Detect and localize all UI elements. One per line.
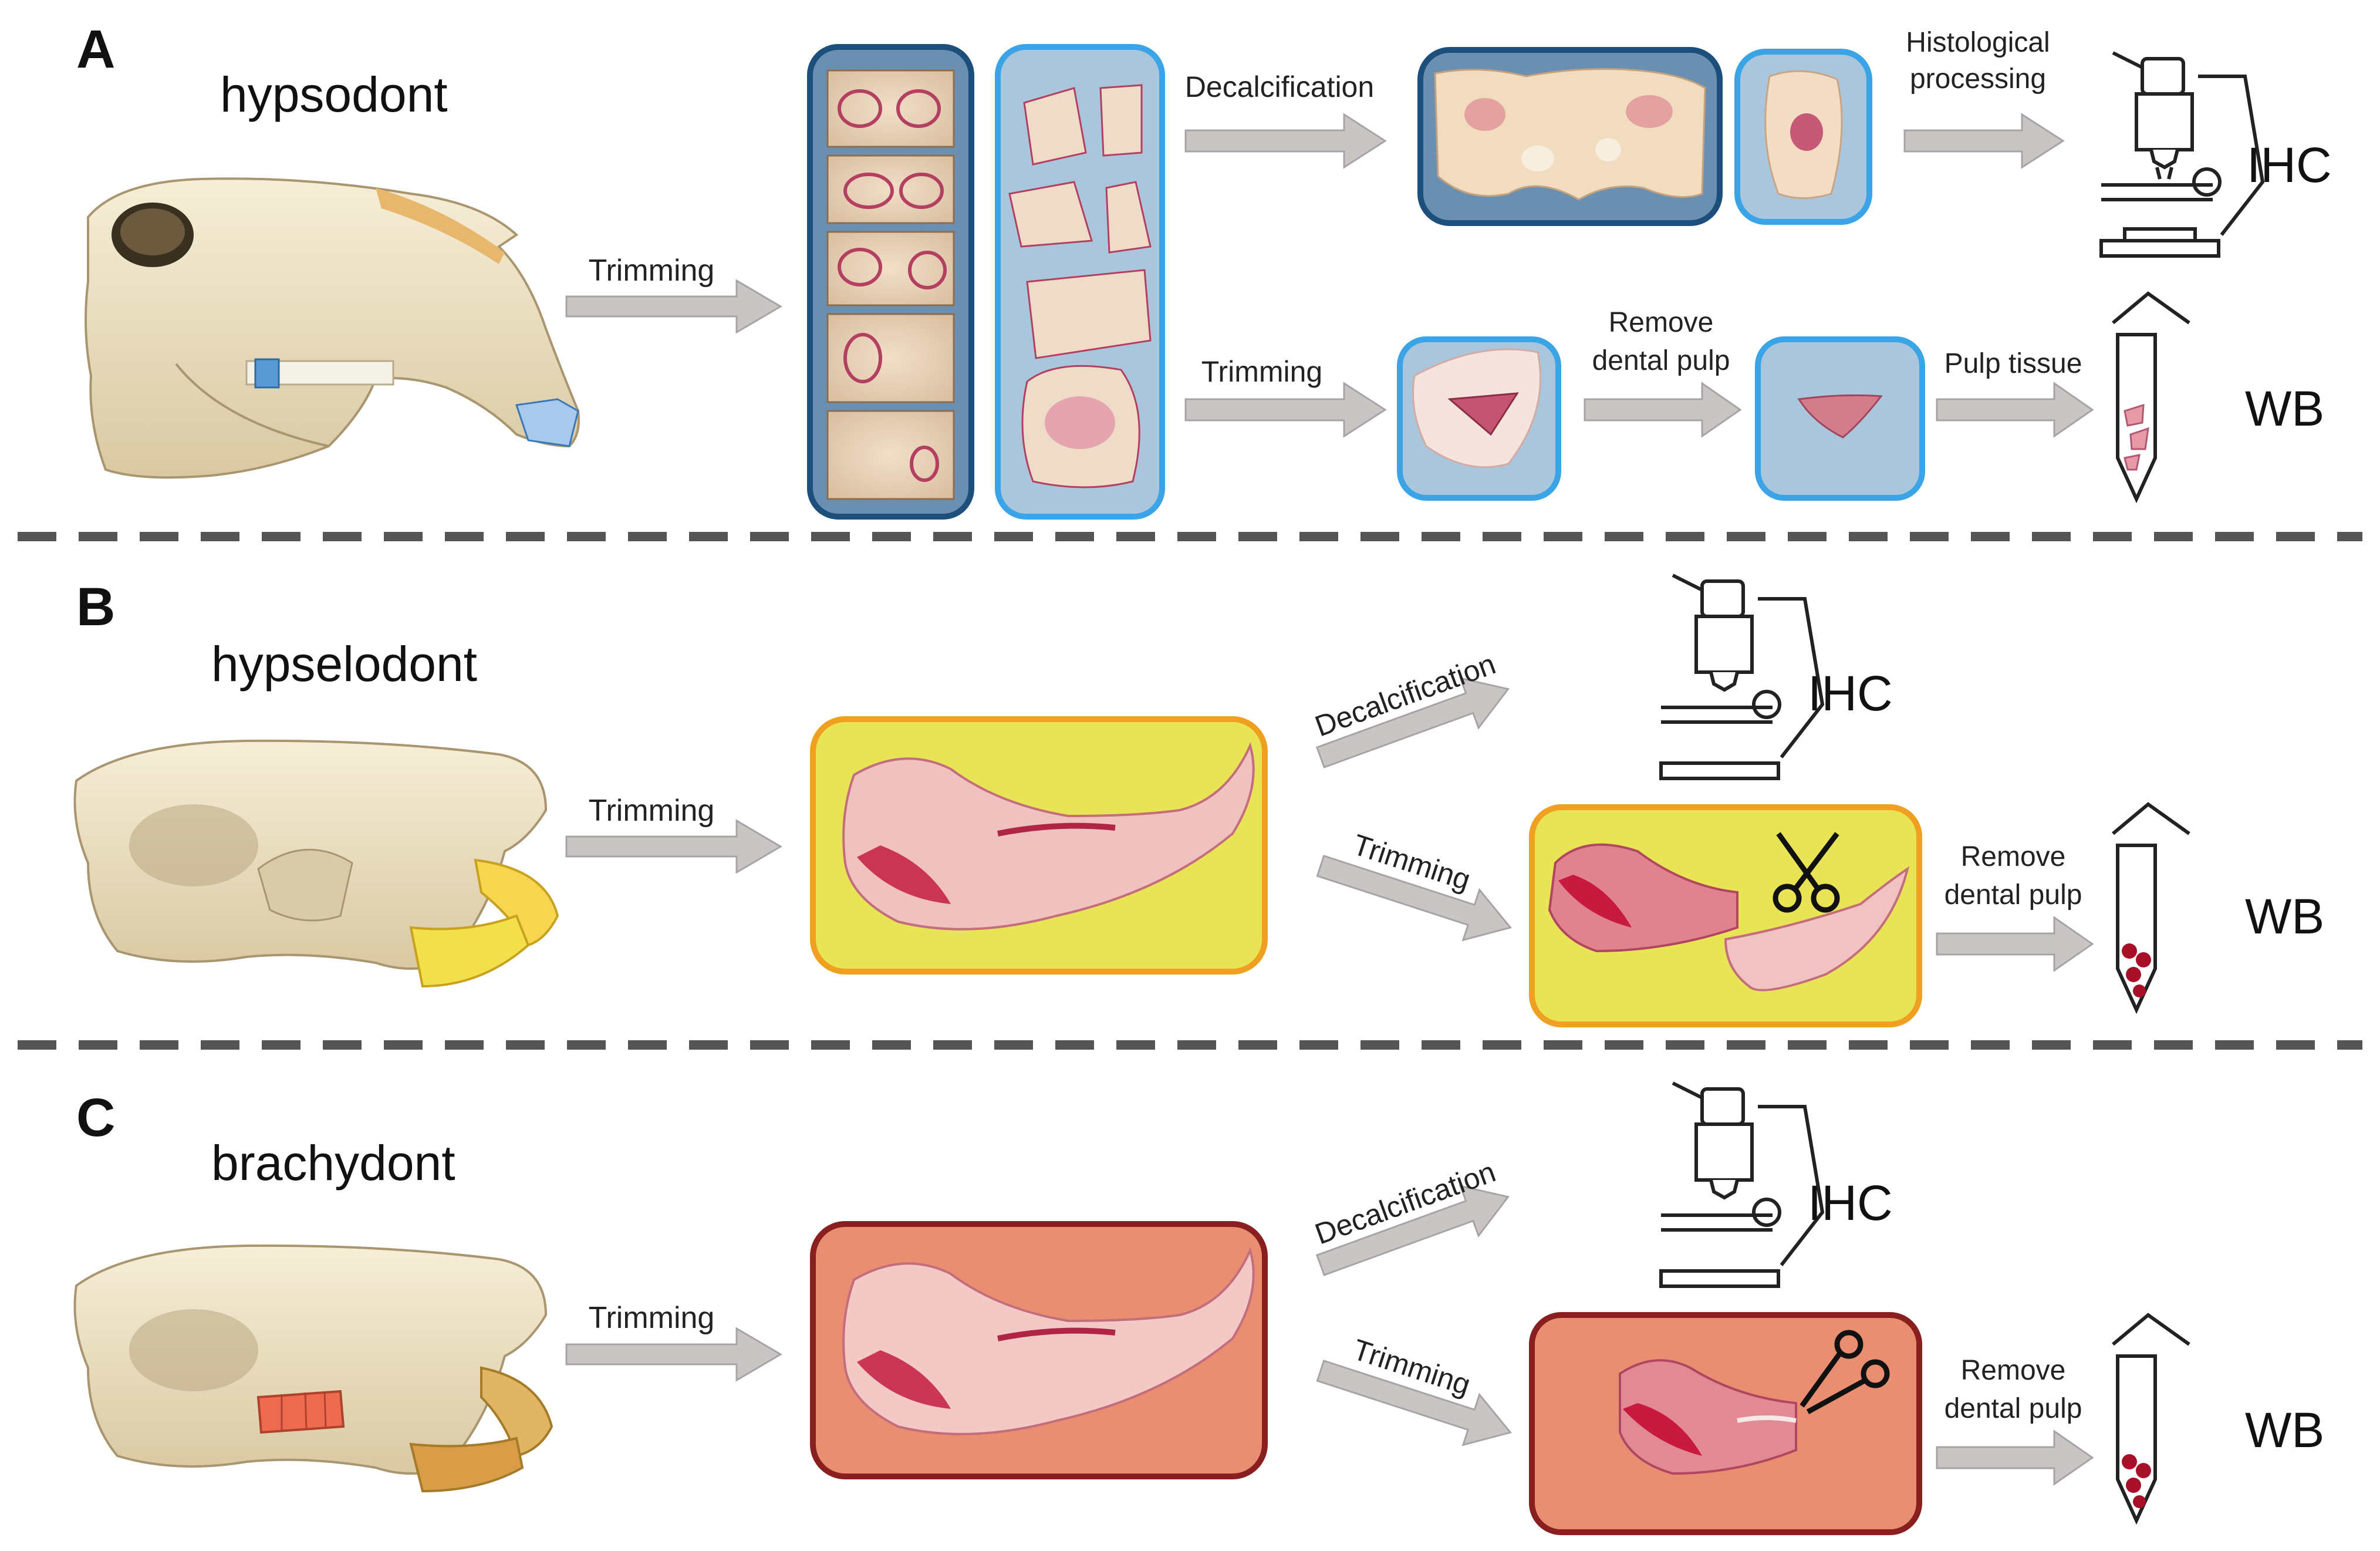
tooth-slices-dark-box bbox=[807, 44, 974, 520]
panel-a-letter: A bbox=[76, 19, 115, 79]
microscope-icon bbox=[1659, 1081, 1825, 1288]
label-b-remove-pulp-line2: dental pulp bbox=[1944, 879, 2082, 911]
label-c-wb: WB bbox=[2245, 1402, 2324, 1458]
panel-c-tooth-type: brachydont bbox=[211, 1135, 455, 1191]
label-a-remove-pulp-line2: dental pulp bbox=[1592, 345, 1730, 376]
tooth-section-box bbox=[1397, 336, 1561, 501]
label-c-remove-pulp-line1: Remove bbox=[1961, 1355, 2066, 1386]
panel-c: C brachydont Trimming Deca bbox=[73, 1081, 2324, 1535]
label-b-wb: WB bbox=[2245, 889, 2324, 944]
rodent-skull-image-b bbox=[73, 739, 559, 988]
hemimandible-yellow-box bbox=[810, 716, 1268, 975]
label-a-ihc: IHC bbox=[2247, 137, 2332, 193]
label-b-trimming-1: Trimming bbox=[589, 794, 715, 828]
tube-icon bbox=[2112, 291, 2190, 504]
trimmed-pieces-yellow-box bbox=[1529, 804, 1922, 1027]
panel-a-tooth-type: hypsodont bbox=[220, 67, 448, 122]
arrow-c-decalcification bbox=[1315, 1185, 1510, 1276]
arrow-c-trimming-2 bbox=[1316, 1359, 1512, 1447]
tube-icon bbox=[2112, 802, 2190, 1014]
hemimandible-salmon-box bbox=[810, 1221, 1268, 1479]
arrow-a-histological bbox=[1903, 113, 2065, 169]
arrow-b-trimming-1 bbox=[565, 819, 782, 874]
rodent-skull-image-c bbox=[73, 1244, 553, 1493]
label-a-wb: WB bbox=[2245, 381, 2324, 436]
label-b-remove-pulp-line1: Remove bbox=[1961, 841, 2066, 872]
label-a-trimming-2: Trimming bbox=[1201, 355, 1322, 388]
label-c-remove-pulp-line2: dental pulp bbox=[1944, 1393, 2082, 1424]
microscope-icon bbox=[1659, 574, 1825, 780]
arrow-c-trimming-1 bbox=[565, 1327, 782, 1382]
panel-a: A hypsodont Trimming bbox=[76, 19, 2332, 520]
pulp-tissue-box bbox=[1755, 336, 1925, 501]
arrow-b-remove-pulp bbox=[1936, 916, 2094, 972]
label-a-histological-line1: Histological bbox=[1906, 27, 2050, 58]
arrow-a-trimming-1 bbox=[565, 279, 782, 334]
arrow-b-trimming-2 bbox=[1316, 854, 1512, 942]
label-a-trimming-1: Trimming bbox=[589, 254, 715, 288]
label-a-pulp-tissue: Pulp tissue bbox=[1944, 348, 2082, 379]
panel-b-tooth-type: hypselodont bbox=[211, 636, 477, 692]
label-c-trimming-1: Trimming bbox=[589, 1301, 715, 1335]
tube-icon bbox=[2112, 1313, 2190, 1525]
arrow-c-remove-pulp bbox=[1936, 1429, 2094, 1486]
label-a-remove-pulp-line1: Remove bbox=[1609, 307, 1714, 338]
label-a-decalcification: Decalcification bbox=[1185, 70, 1374, 103]
microscope-icon bbox=[2099, 51, 2265, 258]
decalcified-block-dark-box bbox=[1417, 47, 1723, 226]
label-a-histological-line2: processing bbox=[1910, 63, 2046, 95]
horse-skull-image bbox=[85, 177, 580, 479]
arrow-a-trimming-2 bbox=[1184, 382, 1387, 438]
arrow-b-decalcification bbox=[1315, 677, 1510, 768]
label-c-ihc: IHC bbox=[1808, 1175, 1893, 1230]
trimmed-piece-salmon-box bbox=[1529, 1312, 1922, 1535]
scissors-icon bbox=[1800, 1330, 1890, 1414]
arrow-a-decalcification bbox=[1184, 113, 1387, 169]
panel-c-letter: C bbox=[76, 1088, 115, 1148]
panel-b: B hypselodont Trimming Decalcification bbox=[73, 574, 2324, 1027]
arrow-a-pulp-tissue bbox=[1936, 382, 2094, 438]
tooth-slices-light-box bbox=[995, 44, 1165, 520]
panel-b-letter: B bbox=[76, 577, 115, 637]
label-b-ihc: IHC bbox=[1808, 666, 1893, 721]
arrow-a-remove-pulp bbox=[1584, 382, 1742, 438]
decalcified-piece-light-box bbox=[1734, 49, 1872, 225]
scissors-icon bbox=[1773, 832, 1840, 913]
